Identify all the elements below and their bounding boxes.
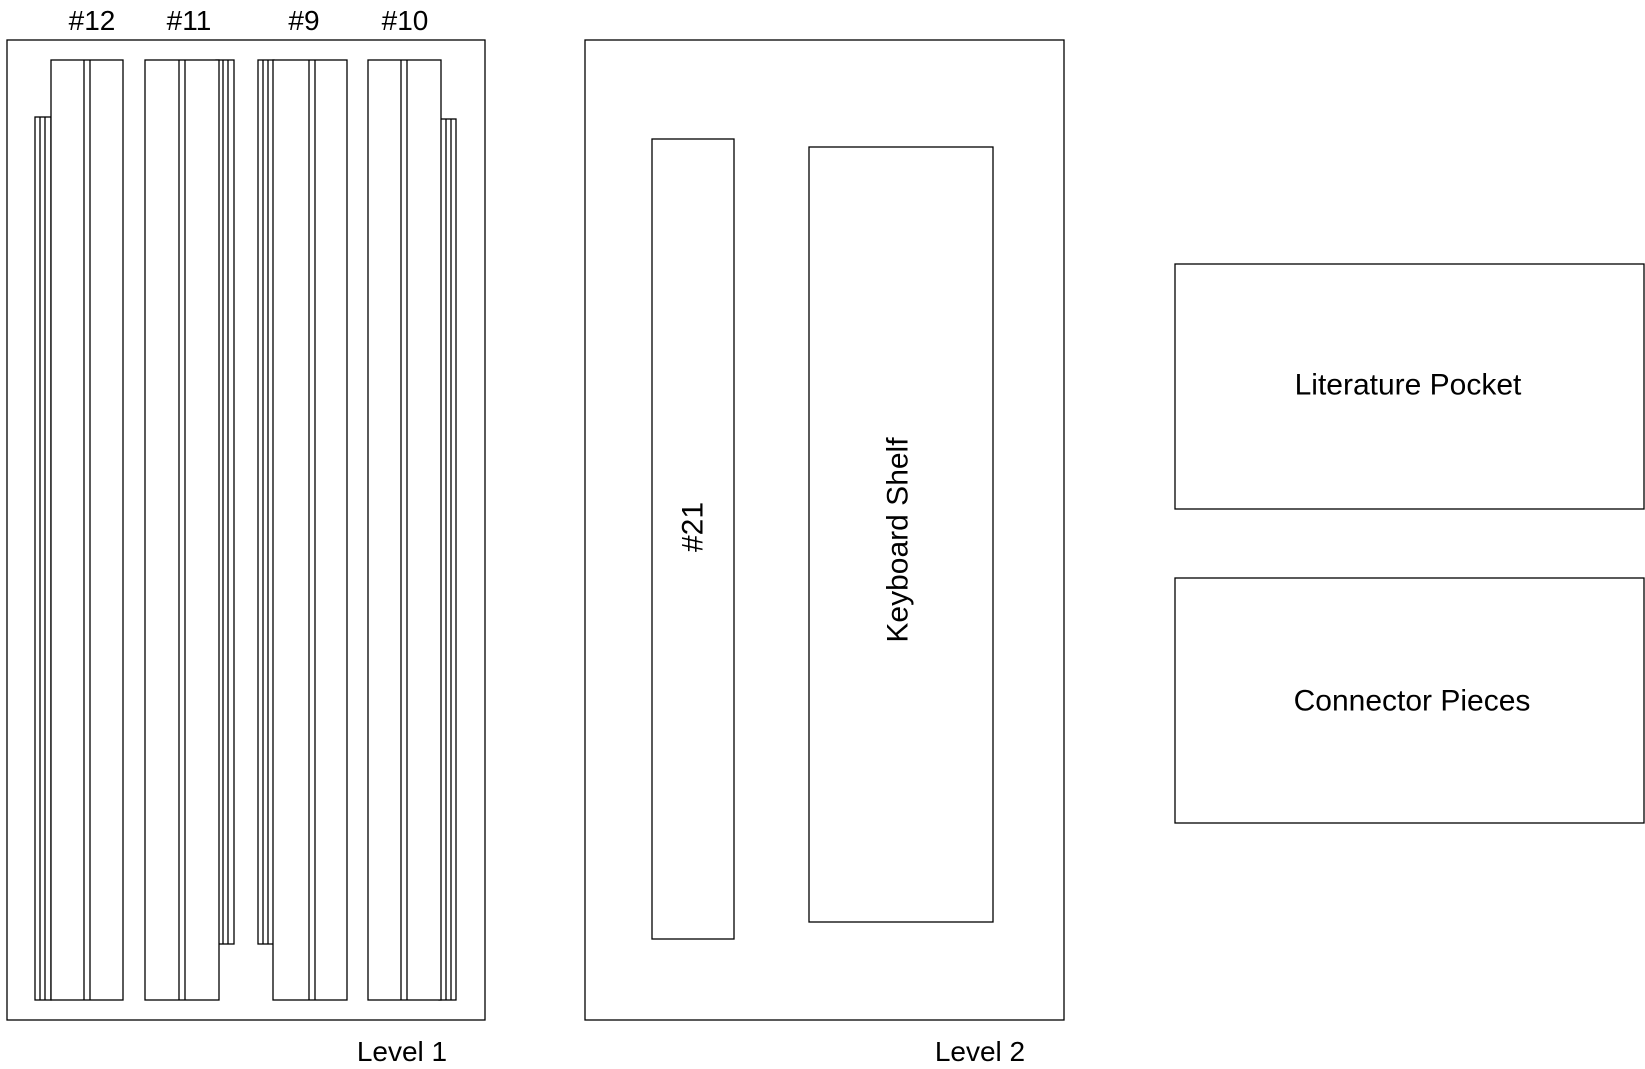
extras-group: Literature Pocket Connector Pieces bbox=[1174, 263, 1645, 824]
keyboard-shelf-label: Keyboard Shelf bbox=[882, 437, 915, 643]
piece-21-label: #21 bbox=[677, 502, 710, 552]
piece-9 bbox=[257, 59, 348, 1001]
keyboard-shelf-box bbox=[808, 146, 994, 923]
piece-10-board bbox=[367, 59, 442, 1001]
piece-12-board bbox=[50, 59, 124, 1001]
piece-11-label: #11 bbox=[167, 5, 212, 36]
piece-10 bbox=[367, 59, 457, 1001]
piece-11-board bbox=[144, 59, 220, 1001]
level-1-label: Level 1 bbox=[357, 1036, 447, 1067]
level-1-group: #12 #11 #9 #10 Level 1 bbox=[6, 5, 486, 1067]
piece-9-board bbox=[272, 59, 348, 1001]
connector-pieces-box bbox=[1174, 577, 1645, 824]
piece-21-box bbox=[651, 138, 735, 940]
level-2-label: Level 2 bbox=[935, 1036, 1025, 1067]
piece-9-side-strip bbox=[257, 59, 275, 945]
level-2-group: #21 Keyboard Shelf Level 2 bbox=[584, 39, 1065, 1067]
literature-pocket-label: Literature Pocket bbox=[1295, 369, 1522, 402]
connector-pieces-label: Connector Pieces bbox=[1294, 685, 1531, 718]
piece-12-side-strip bbox=[34, 116, 52, 1001]
piece-12 bbox=[34, 59, 124, 1001]
piece-12-label: #12 bbox=[69, 5, 116, 36]
piece-9-label: #9 bbox=[288, 5, 319, 36]
literature-pocket-box bbox=[1174, 263, 1645, 510]
level-2-box bbox=[584, 39, 1065, 1021]
piece-11 bbox=[144, 59, 235, 1001]
piece-10-label: #10 bbox=[382, 5, 429, 36]
level-1-box bbox=[6, 39, 486, 1021]
